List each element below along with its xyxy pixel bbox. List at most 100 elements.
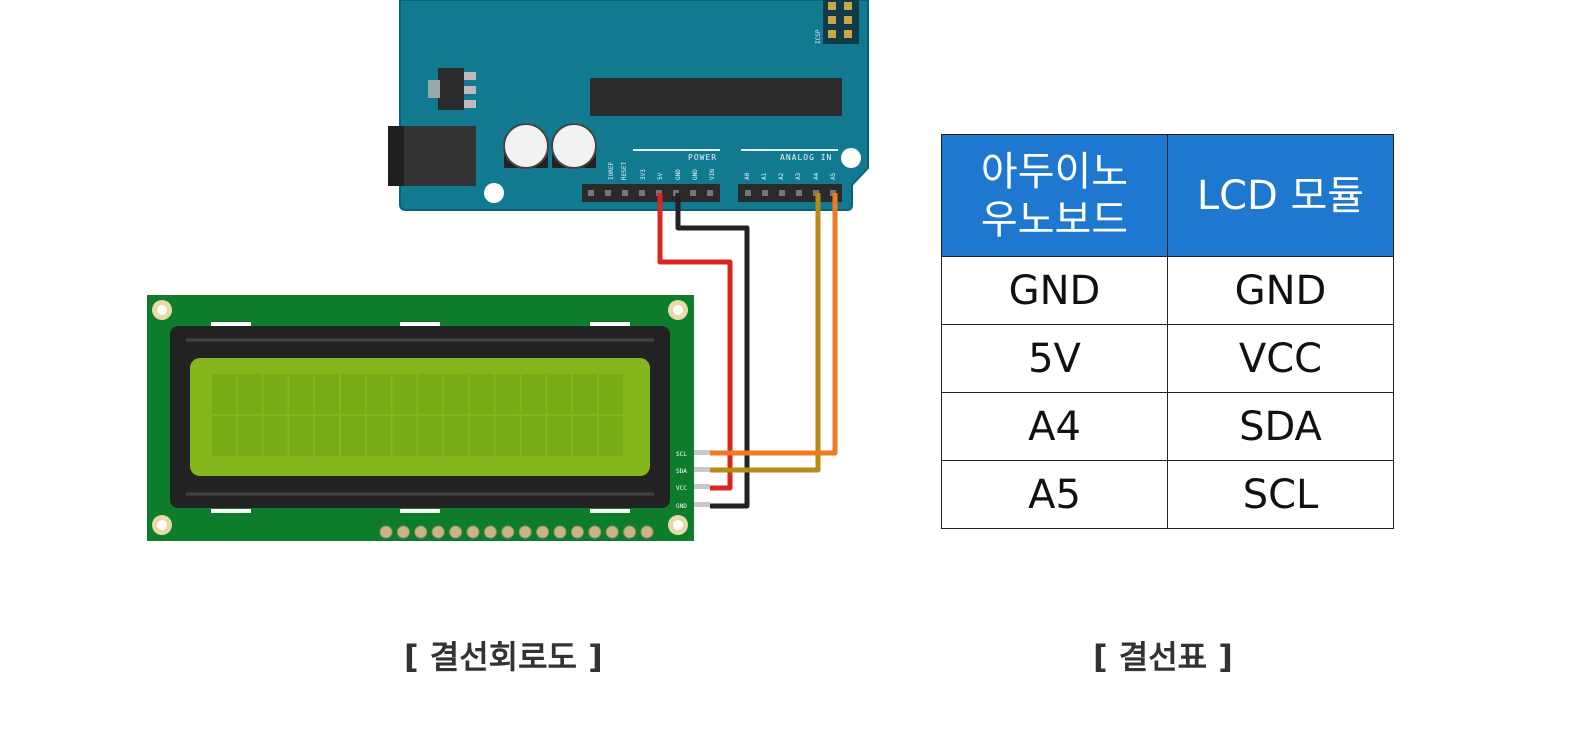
table-row: A4 SDA	[941, 392, 1394, 461]
table-cell: GND	[941, 256, 1168, 325]
lcd-character-cell	[470, 416, 494, 456]
lcd-character-grid	[212, 374, 623, 456]
table-row: A5 SCL	[941, 460, 1394, 529]
lcd-header-pin	[431, 525, 445, 539]
table-row: GND GND	[941, 256, 1394, 325]
pin-label-a3: A3	[795, 172, 802, 180]
wiring-table: 아두이노 우노보드 LCD 모듈 GND GND 5V VCC A4 SDA A…	[941, 134, 1394, 529]
analog-header-label: ANALOG IN	[780, 153, 832, 162]
pin-label-gnd: GND	[692, 169, 699, 180]
lcd-character-cell	[212, 374, 236, 414]
lcd-character-cell	[315, 374, 339, 414]
header-lcd: LCD 모듈	[1167, 134, 1394, 257]
lcd-character-cell	[495, 374, 520, 414]
header-lcd-label: LCD 모듈	[1196, 172, 1365, 219]
pin-label-reset: RESET	[621, 162, 628, 180]
capacitors	[503, 123, 597, 169]
lcd-character-cell	[573, 416, 597, 456]
pin-label-5v: 5V	[657, 172, 664, 180]
lcd-header-pin	[414, 525, 428, 539]
lcd-header-pin	[640, 525, 654, 539]
pin-label-a4: A4	[813, 172, 820, 180]
table-cell: VCC	[1167, 324, 1394, 393]
diagram-caption: [ 결선회로도 ]	[404, 638, 603, 676]
lcd-header-pin	[536, 525, 550, 539]
lcd-character-cell	[366, 416, 391, 456]
lcd-character-cell	[392, 374, 417, 414]
icsp-header: ICSP	[815, 0, 859, 44]
lcd-character-cell	[444, 374, 468, 414]
lcd-bottom-pin-row	[379, 525, 654, 539]
lcd-character-cell	[263, 374, 288, 414]
wire-scl	[710, 193, 838, 456]
pin-label-vin: VIN	[709, 169, 716, 180]
lcd-pin-gnd-label: GND	[676, 503, 687, 510]
lcd-character-cell	[392, 416, 417, 456]
power-pin-labels: IOREF RESET 3V3 5V GND GND VIN	[608, 162, 716, 180]
pin-label-a0: A0	[744, 172, 751, 180]
lcd-character-cell	[547, 374, 572, 414]
pin-label-ioref: IOREF	[608, 162, 615, 180]
lcd-pin-scl-label: SCL	[676, 451, 687, 458]
table-cell: A5	[941, 460, 1168, 529]
lcd-header-pin	[483, 525, 497, 539]
lcd-character-cell	[495, 416, 520, 456]
header-arduino-label: 아두이노 우노보드	[980, 148, 1129, 243]
arduino-uno-board: ICSP POWER ANALOG IN	[388, 0, 869, 211]
table-cell: SCL	[1167, 460, 1394, 529]
lcd-header-pin	[379, 525, 393, 539]
table-cell: SDA	[1167, 392, 1394, 461]
lcd-character-cell	[521, 416, 546, 456]
lcd-character-cell	[366, 374, 391, 414]
power-pin-header	[582, 184, 720, 202]
icsp-label: ICSP	[815, 29, 822, 44]
table-row: 5V VCC	[941, 324, 1394, 393]
wire-gnd	[675, 193, 750, 509]
lcd-character-cell	[341, 416, 365, 456]
lcd-header-pin	[466, 525, 480, 539]
lcd-character-cell	[547, 416, 572, 456]
lcd-character-cell	[521, 374, 546, 414]
lcd-header-pin	[518, 525, 532, 539]
mounting-hole	[484, 183, 504, 203]
table-header-row: 아두이노 우노보드 LCD 모듈	[941, 134, 1394, 257]
lcd-header-pin	[501, 525, 515, 539]
lcd-header-pin	[449, 525, 463, 539]
table-caption: [ 결선표 ]	[1093, 638, 1233, 676]
lcd-character-cell	[599, 374, 623, 414]
pin-label-a2: A2	[778, 172, 785, 180]
lcd-character-cell	[289, 374, 314, 414]
wire-vcc	[657, 193, 733, 491]
table-cell: A4	[941, 392, 1168, 461]
dc-power-jack	[388, 126, 476, 186]
lcd-header-pin	[605, 525, 619, 539]
lcd-character-cell	[237, 374, 262, 414]
analog-pin-header	[738, 184, 842, 202]
lcd-character-cell	[418, 416, 443, 456]
lcd-character-cell	[212, 416, 236, 456]
lcd-character-cell	[341, 374, 365, 414]
voltage-regulator	[428, 68, 476, 110]
lcd-header-pin	[588, 525, 602, 539]
lcd-module: SCL SDA VCC GND	[147, 295, 710, 541]
mounting-hole	[841, 148, 861, 168]
lcd-pin-vcc-label: VCC	[676, 485, 687, 492]
lcd-character-cell	[599, 416, 623, 456]
header-arduino: 아두이노 우노보드	[941, 134, 1168, 257]
table-cell: 5V	[941, 324, 1168, 393]
lcd-character-cell	[470, 374, 494, 414]
lcd-header-pin	[570, 525, 584, 539]
lcd-character-cell	[573, 374, 597, 414]
pin-label-a1: A1	[761, 172, 768, 180]
lcd-character-cell	[263, 416, 288, 456]
lcd-character-cell	[237, 416, 262, 456]
microcontroller-chip	[590, 78, 842, 116]
pin-label-gnd: GND	[675, 169, 682, 180]
wires	[657, 193, 838, 509]
lcd-character-cell	[418, 374, 443, 414]
lcd-pin-sda-label: SDA	[676, 468, 687, 475]
analog-pin-labels: A0 A1 A2 A3 A4 A5	[744, 172, 837, 180]
lcd-character-cell	[315, 416, 339, 456]
lcd-header-pin	[396, 525, 410, 539]
